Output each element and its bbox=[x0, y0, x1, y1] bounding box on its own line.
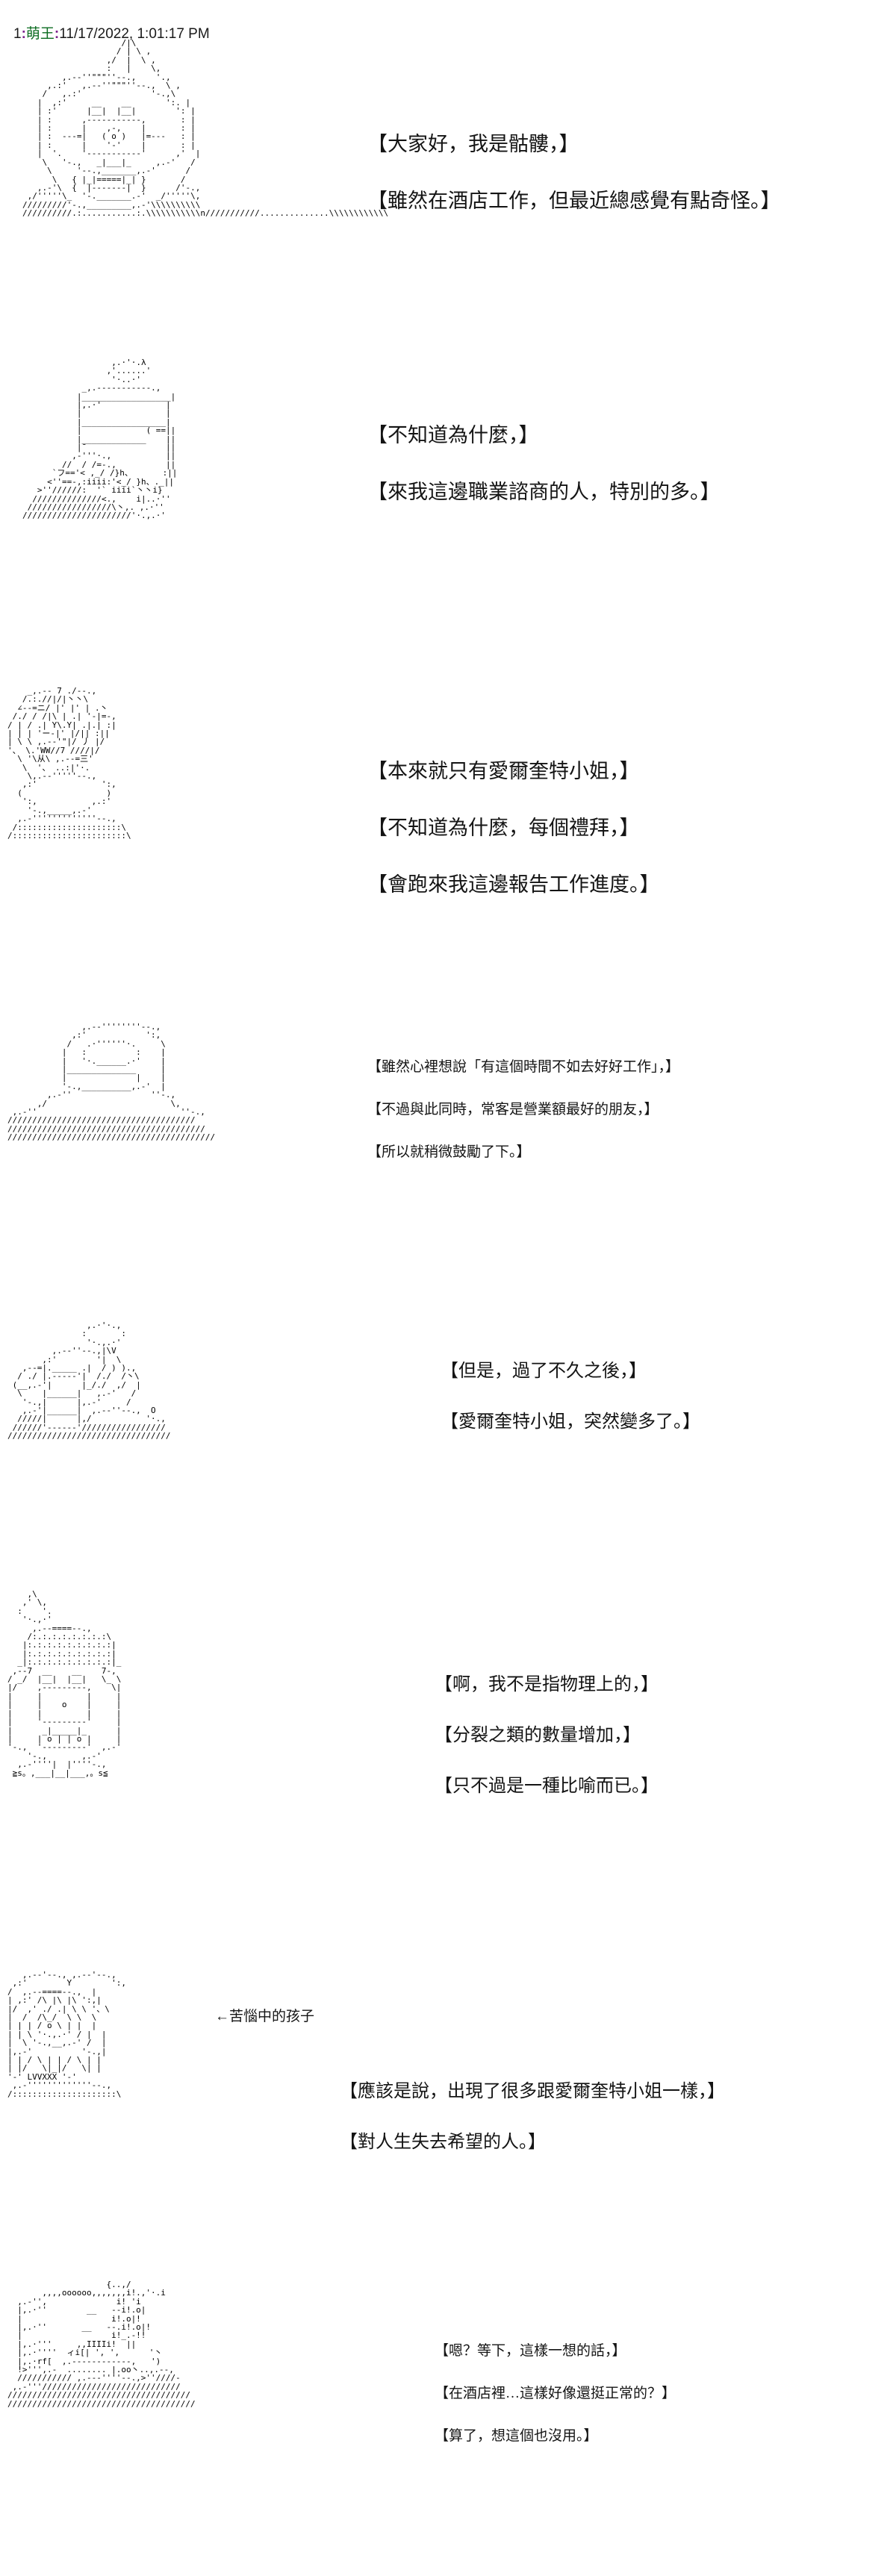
dialogue-line: 【應該是說，出現了很多跟愛爾奎特小姐一樣，】 bbox=[340, 2082, 725, 2101]
skeleton-leaning-forward-art: _,.-‐ 7 ./‐-., /.:.//|/|丶丶\ ∠-‐=ニ/ |' |'… bbox=[7, 687, 131, 840]
dialogue-block: 【但是，過了不久之後，】【愛爾奎特小姐，突然變多了。】 bbox=[441, 1362, 700, 1464]
dialogue-line: 【大家好，我是骷髏，】 bbox=[367, 133, 579, 155]
dialogue-block: 【啊，我不是指物理上的，】【分裂之類的數量增加，】【只不過是一種比喻而已。】 bbox=[435, 1676, 659, 1828]
dialogue-block: 【不知道為什麼，】【來我這邊職業諮商的人，特別的多。】 bbox=[367, 425, 721, 539]
skeleton-group-of-customers-art: ,.-‐'‐-., ,.-‐'‐-., ,:' Y ':, / ,.-‐====… bbox=[7, 1971, 126, 2098]
dialogue-line: 【所以就稍微鼓勵了下。】 bbox=[367, 1144, 531, 1160]
dialogue-line: 【不知道為什麼，每個禮拜，】 bbox=[367, 817, 640, 839]
dialogue-line: 【雖然心裡想說「有這個時間不如去好好工作」，】 bbox=[367, 1059, 680, 1075]
ascii-art: ,.·'·., : : '·.,.·' ,.-‐''‐-.,|\V ,:' '|… bbox=[7, 1320, 171, 1441]
dialogue-line: 【不過與此同時，常客是營業額最好的朋友，】 bbox=[367, 1102, 659, 1117]
dialogue-line: 【但是，過了不久之後，】 bbox=[441, 1362, 647, 1381]
skeleton-seated-side-view-art: ,.·'·.λ ,'......' '·..·' _,.-‐‐‐‐‐‐‐‐‐-.… bbox=[22, 358, 177, 520]
dialogue-block: 【本來就只有愛爾奎特小姐，】【不知道為什麼，每個禮拜，】【會跑來我這邊報告工作進… bbox=[367, 761, 660, 932]
post-header: 1:萌王:11/17/2022, 1:01:17 PM bbox=[13, 22, 210, 43]
post-separator-2: : bbox=[54, 26, 60, 42]
dialogue-line: 【愛爾奎特小姐，突然變多了。】 bbox=[441, 1412, 700, 1432]
dialogue-block: 【雖然心裡想說「有這個時間不如去好好工作」，】【不過與此同時，常客是營業額最好的… bbox=[367, 1060, 679, 1188]
skeleton-pointing-art: ,.·'·., : : '·.,.·' ,.-‐''‐-.,|\V ,:' '|… bbox=[7, 1321, 171, 1441]
post-number: 1 bbox=[13, 26, 22, 42]
skeleton-thinking-behind-bar-art: {..,/ ,,,,oooooo,,,,,,,i!.,'·.i ,.-'', i… bbox=[7, 2280, 196, 2408]
ascii-art: ,\ ,' \, : '. '·.,·' ,.-‐====‐-., /:.:.:… bbox=[7, 1589, 122, 1778]
dialogue-line: 【只不過是一種比喻而已。】 bbox=[435, 1777, 659, 1796]
dialogue-line: 【雖然在酒店工作，但最近總感覺有點奇怪。】 bbox=[367, 190, 781, 212]
post-author[interactable]: 萌王 bbox=[25, 26, 55, 42]
dialogue-block: 【應該是說，出現了很多跟愛爾奎特小姐一樣，】【對人生失去希望的人。】 bbox=[340, 2083, 725, 2184]
ascii-art: _,.-‐ 7 ./‐-., /.:.//|/|丶丶\ ∠-‐=ニ/ |' |'… bbox=[7, 686, 131, 841]
dialogue-block: 【嗯？等下，這樣一想的話，】【在酒店裡…這樣好像還挺正常的？】【算了，想這個也沒… bbox=[435, 2344, 676, 2471]
dialogue-block: 【大家好，我是骷髏，】【雖然在酒店工作，但最近總感覺有點奇怪。】 bbox=[367, 134, 781, 248]
troubled-child-annotation: ←苦惱中的孩子 bbox=[215, 2009, 315, 2024]
dialogue-line: 【對人生失去希望的人。】 bbox=[340, 2133, 546, 2152]
post-separator-1: : bbox=[21, 26, 26, 42]
dialogue-line: 【不知道為什麼，】 bbox=[367, 424, 539, 446]
dialogue-line: 【分裂之類的數量增加，】 bbox=[435, 1726, 641, 1745]
dialogue-line: 【在酒店裡…這樣好像還挺正常的？】 bbox=[435, 2386, 676, 2401]
post-timestamp: 11/17/2022, 1:01:17 PM bbox=[59, 26, 210, 42]
dialogue-line: 【本來就只有愛爾奎特小姐，】 bbox=[367, 760, 640, 782]
ascii-art: ,.·'·.λ ,'......' '·..·' _,.-‐‐‐‐‐‐‐‐‐-.… bbox=[22, 358, 178, 521]
skeleton-arms-folded-art: ,.-‐''''''''‐-., ,:' ':, / .·''''''·. \ … bbox=[7, 1023, 215, 1142]
ascii-art: ,.-‐''''''''‐-., ,:' ':, / .·''''''·. \ … bbox=[7, 1022, 216, 1143]
dialogue-line: 【嗯？等下，這樣一想的話，】 bbox=[435, 2343, 626, 2359]
dialogue-line: 【啊，我不是指物理上的，】 bbox=[435, 1675, 659, 1694]
dialogue-line: 【會跑來我這邊報告工作進度。】 bbox=[367, 873, 660, 896]
ascii-art: /|\ / | \ , ,/ | \ , : | \, ,.-‐''"""''‐… bbox=[22, 38, 389, 219]
dialogue-line: 【算了，想這個也沒用。】 bbox=[435, 2428, 598, 2444]
skeleton-bartender-helmet-art: /|\ / | \ , ,/ | \ , : | \, ,.-‐''"""''‐… bbox=[22, 39, 388, 218]
dialogue-line: 【來我這邊職業諮商的人，特別的多。】 bbox=[367, 481, 721, 503]
ascii-art: ,.-‐'‐-., ,.-‐'‐-., ,:' Y ':, / ,.-‐====… bbox=[7, 1970, 126, 2099]
ascii-art: {..,/ ,,,,oooooo,,,,,,,i!.,'·.i ,.-'', i… bbox=[7, 2280, 196, 2409]
skeleton-front-full-body-art: ,\ ,' \, : '. '·.,·' ,.-‐====‐-., /:.:.:… bbox=[7, 1590, 121, 1777]
